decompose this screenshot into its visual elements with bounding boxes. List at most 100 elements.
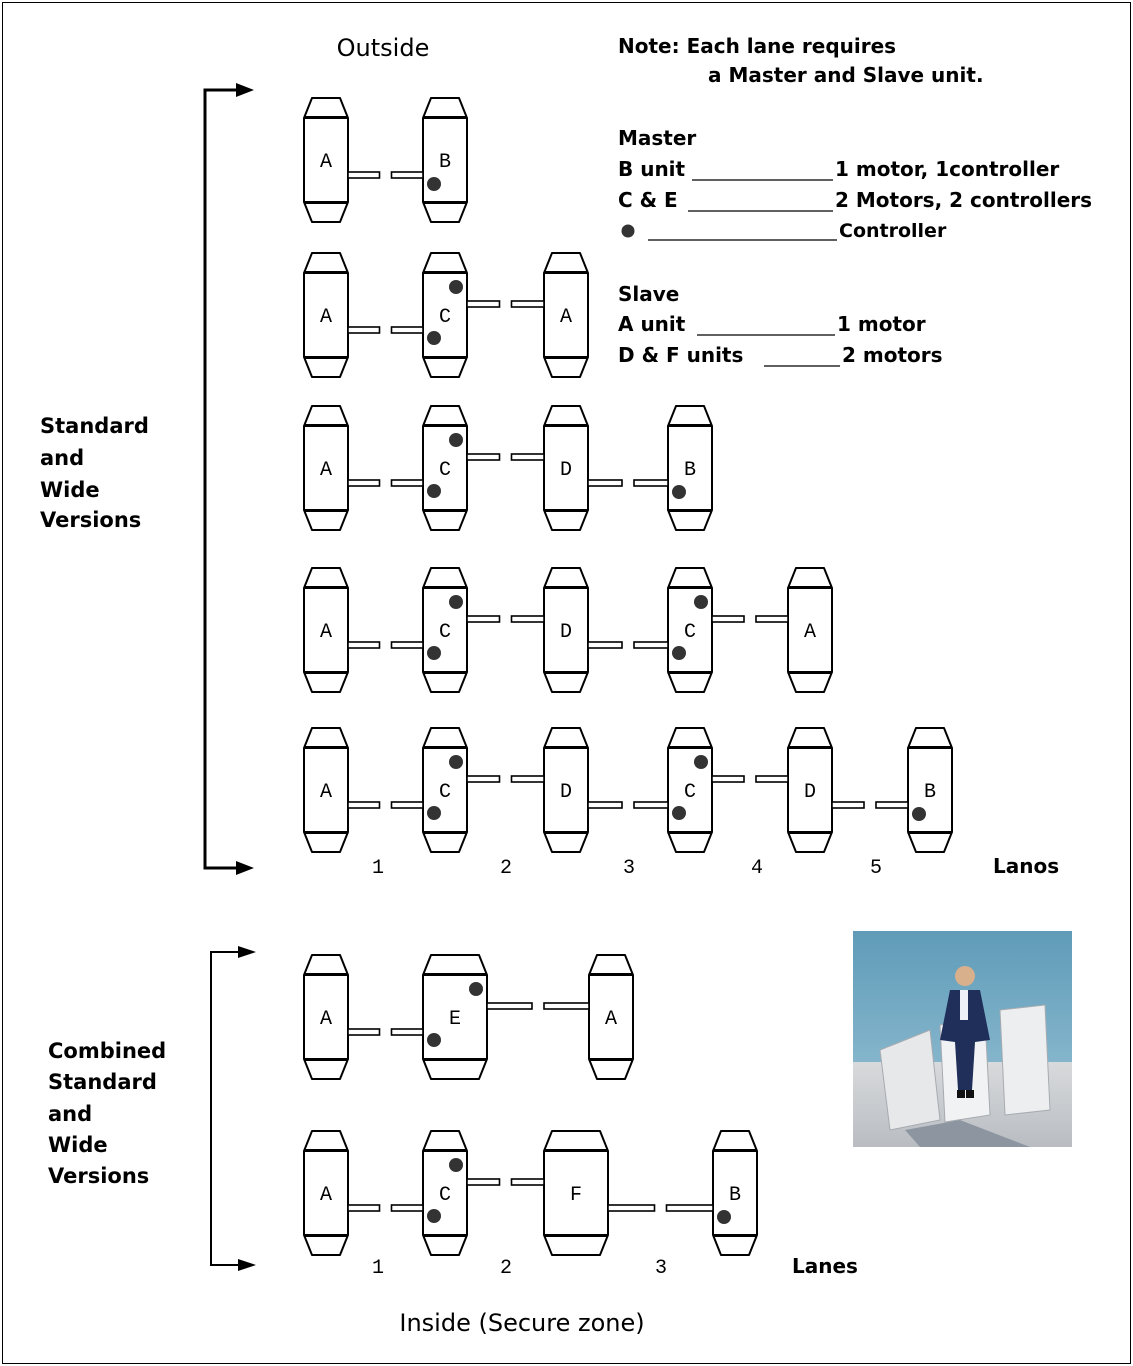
legend-controller-label: Controller [839, 220, 947, 242]
barrier-arm [466, 453, 501, 461]
turnstile-unit-a: A [787, 567, 833, 693]
unit-top-bar [304, 586, 348, 589]
unit-letter: D [804, 781, 816, 804]
turnstile-unit-e: E [422, 954, 488, 1080]
controller-dot-icon [449, 280, 463, 294]
unit-top-bar [304, 424, 348, 427]
combined-group-label: Combined Standard and Wide Versions [48, 1039, 166, 1188]
unit-letter: C [684, 781, 696, 804]
barrier-arm [390, 171, 424, 179]
unit-bottom-bar [304, 831, 348, 834]
unit-top-bar [423, 973, 487, 976]
unit-bottom-bar [423, 671, 467, 674]
unit-bottom-bar [304, 201, 348, 204]
unit-bottom-bar [544, 831, 588, 834]
controller-dot-icon [912, 807, 926, 821]
unit-body [303, 954, 349, 1080]
controller-dot-icon [449, 595, 463, 609]
unit-letter: B [729, 1184, 741, 1207]
unit-bottom-bar [304, 1058, 348, 1061]
barrier-arm [486, 1002, 533, 1010]
unit-bottom-bar [788, 831, 832, 834]
barrier-arm [347, 1028, 381, 1036]
unit-bottom-bar [544, 671, 588, 674]
combined-group-bracket [210, 946, 256, 1271]
controller-dot-icon [427, 484, 441, 498]
standard-group-label: Standard and Wide Versions [40, 414, 149, 532]
turnstile-photo [853, 931, 1072, 1147]
barrier-arm [466, 300, 501, 308]
unit-letter: A [320, 1184, 332, 1207]
inside-secure-zone-label: Inside (Secure zone) [399, 1309, 644, 1337]
turnstile-unit-c: C [422, 727, 468, 853]
controller-dot-icon [694, 755, 708, 769]
unit-bottom-bar [304, 356, 348, 359]
controller-dot-icon [427, 177, 441, 191]
controller-dot-icon [469, 982, 483, 996]
unit-bottom-bar [788, 671, 832, 674]
controller-dot-icon [427, 1209, 441, 1223]
controller-dot-icon [717, 1210, 731, 1224]
unit-letter: B [924, 781, 936, 804]
controller-dot-icon [672, 485, 686, 499]
legend-slave-key-df: D & F units [618, 343, 743, 367]
lane-number: 3 [655, 1257, 667, 1280]
unit-letter: C [439, 1184, 451, 1207]
barrier-arm [510, 300, 545, 308]
controller-dot-icon [672, 806, 686, 820]
unit-top-bar [544, 746, 588, 749]
unit-bottom-bar [304, 509, 348, 512]
unit-letter: A [560, 306, 572, 329]
unit-letter: D [560, 781, 572, 804]
legend-master-key-b: B unit [618, 157, 686, 181]
unit-bottom-bar [668, 831, 712, 834]
barrier-arm [711, 775, 745, 783]
lanes-label: Lanes [792, 1254, 858, 1278]
barrier-arm [510, 1178, 545, 1186]
legend-master-value-b: 1 motor, 1controller [835, 157, 1059, 181]
unit-bottom-bar [668, 509, 712, 512]
barrier-arm [347, 801, 381, 809]
barrier-arm [831, 801, 865, 809]
turnstile-unit-c: C [422, 405, 468, 531]
unit-letter: A [320, 151, 332, 174]
unit-top-bar [304, 1149, 348, 1152]
legend-master-title: Master [618, 126, 696, 150]
outside-label: Outside [337, 34, 430, 62]
barrier-arm [633, 479, 669, 487]
unit-bottom-bar [668, 671, 712, 674]
turnstile-unit-b: B [667, 405, 713, 531]
unit-body [303, 97, 349, 223]
standard-label-line: Versions [40, 508, 141, 532]
barrier-arm [390, 801, 424, 809]
unit-top-bar [423, 586, 467, 589]
unit-top-bar [908, 746, 952, 749]
unit-top-bar [544, 271, 588, 274]
unit-bottom-bar [544, 356, 588, 359]
unit-bottom-bar [589, 1058, 633, 1061]
turnstile-unit-d: D [543, 727, 589, 853]
turnstile-unit-c: C [422, 567, 468, 693]
unit-letter: A [804, 621, 816, 644]
barrier-arm [510, 453, 545, 461]
legend-controller-dot-icon [621, 224, 635, 238]
turnstile-unit-a: A [303, 1130, 349, 1256]
unit-bottom-bar [423, 201, 467, 204]
barrier-arm [607, 1204, 656, 1212]
unit-letter: C [684, 621, 696, 644]
barrier-arm [665, 1204, 714, 1212]
unit-top-bar [423, 424, 467, 427]
unit-bottom-bar [713, 1234, 757, 1237]
barrier-arm [755, 615, 789, 623]
turnstile-unit-a: A [303, 954, 349, 1080]
unit-letter: D [560, 621, 572, 644]
unit-top-bar [668, 746, 712, 749]
controller-dot-icon [449, 433, 463, 447]
turnstile-unit-a: A [303, 97, 349, 223]
unit-body [303, 252, 349, 378]
unit-letter: D [560, 459, 572, 482]
barrier-arm [543, 1002, 590, 1010]
unit-top-bar [788, 746, 832, 749]
